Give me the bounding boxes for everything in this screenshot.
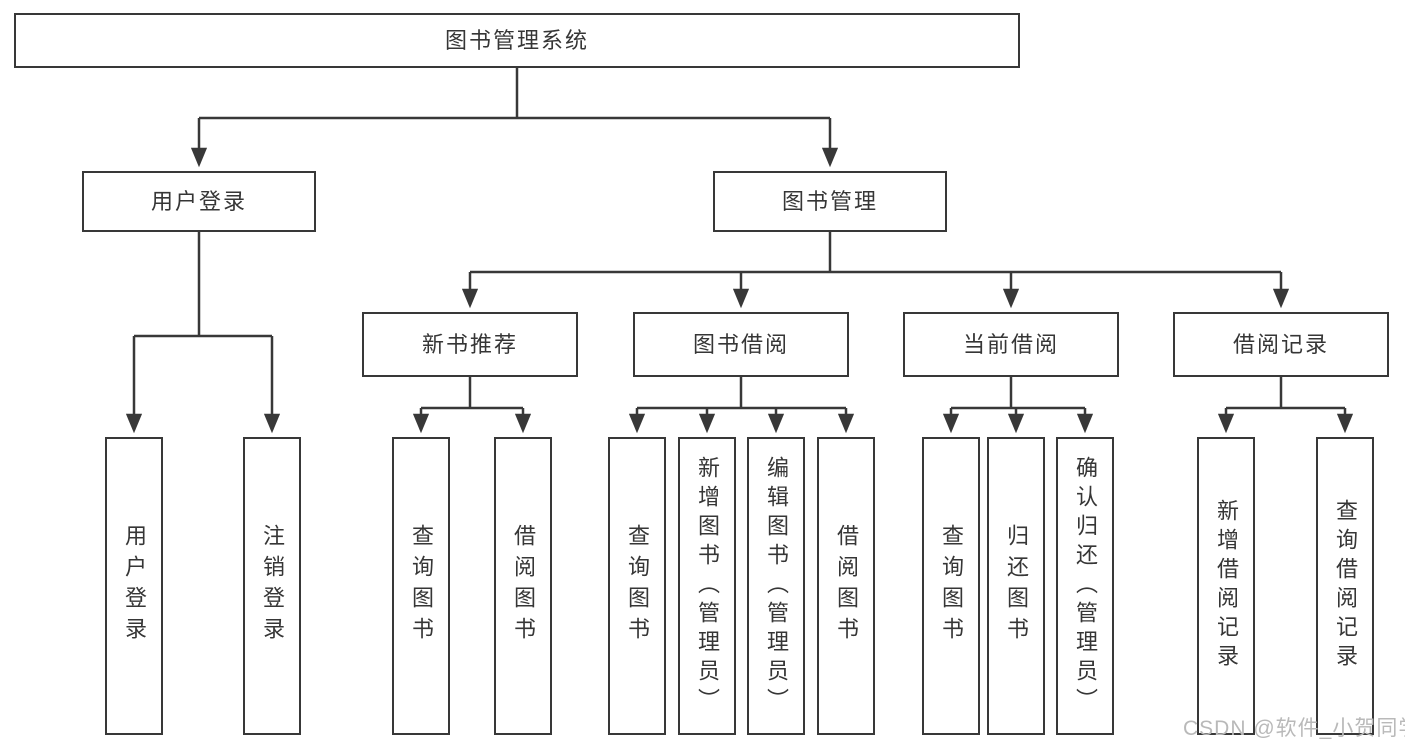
node-borrowing-records: 借阅记录 [1173,312,1389,377]
leaf-borrow-books-borrowing: 借阅图书 [817,437,875,735]
leaf-add-book-admin-label: 新增图书（管理员） [695,455,720,717]
node-book-borrowing-label: 图书借阅 [692,331,789,357]
node-user-login-label: 用户登录 [150,188,247,214]
node-new-book-recommend: 新书推荐 [362,312,578,377]
leaf-borrow-books-recommend: 借阅图书 [494,437,552,735]
leaf-query-books-current: 查询图书 [922,437,980,735]
node-new-book-recommend-label: 新书推荐 [421,331,518,357]
node-current-borrowing-label: 当前借阅 [962,331,1059,357]
leaf-user-login: 用户登录 [105,437,163,735]
node-book-management: 图书管理 [713,171,947,232]
leaf-edit-book-admin: 编辑图书（管理员） [747,437,805,735]
leaf-logout-label: 注销登录 [260,524,285,648]
leaf-borrow-books-recommend-label: 借阅图书 [511,524,536,648]
leaf-query-borrow-record-label: 查询借阅记录 [1333,499,1358,673]
leaf-confirm-return-admin: 确认归还（管理员） [1056,437,1114,735]
leaf-return-book-label: 归还图书 [1004,524,1029,648]
leaf-add-borrow-record-label: 新增借阅记录 [1214,499,1239,673]
leaf-query-books-current-label: 查询图书 [939,524,964,648]
leaf-edit-book-admin-label: 编辑图书（管理员） [764,455,789,717]
node-book-borrowing: 图书借阅 [633,312,849,377]
leaf-query-books-borrowing-label: 查询图书 [625,524,650,648]
node-root-label: 图书管理系统 [444,27,589,53]
leaf-query-borrow-record: 查询借阅记录 [1316,437,1374,735]
leaf-add-borrow-record: 新增借阅记录 [1197,437,1255,735]
node-user-login: 用户登录 [82,171,316,232]
node-root: 图书管理系统 [14,13,1020,68]
leaf-confirm-return-admin-label: 确认归还（管理员） [1073,455,1098,717]
node-current-borrowing: 当前借阅 [903,312,1119,377]
node-borrowing-records-label: 借阅记录 [1232,331,1329,357]
leaf-add-book-admin: 新增图书（管理员） [678,437,736,735]
leaf-borrow-books-borrowing-label: 借阅图书 [834,524,859,648]
leaf-return-book: 归还图书 [987,437,1045,735]
node-book-management-label: 图书管理 [781,188,878,214]
leaf-user-login-label: 用户登录 [122,524,147,648]
leaf-query-books-recommend-label: 查询图书 [409,524,434,648]
leaf-query-books-recommend: 查询图书 [392,437,450,735]
csdn-watermark: CSDN @软件_小贺同学 [1183,717,1405,740]
leaf-query-books-borrowing: 查询图书 [608,437,666,735]
leaf-logout: 注销登录 [243,437,301,735]
